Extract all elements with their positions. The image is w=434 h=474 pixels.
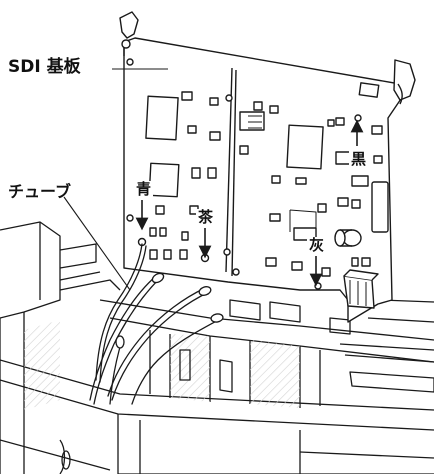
sdi-board [119, 11, 416, 323]
cables [89, 243, 224, 405]
arrows [135, 119, 364, 287]
black-wire-label: 黒 [349, 150, 369, 168]
sdi-board-label: SDI 基板 [8, 57, 81, 77]
leader-lines [63, 68, 168, 291]
brown-wire-label: 茶 [196, 208, 216, 226]
tube-leader-line [63, 196, 131, 291]
gray-wire-label: 灰 [307, 236, 327, 254]
chassis [0, 221, 434, 474]
blue-wire-label: 青 [134, 180, 154, 198]
tube-label: チューブ [8, 182, 72, 201]
